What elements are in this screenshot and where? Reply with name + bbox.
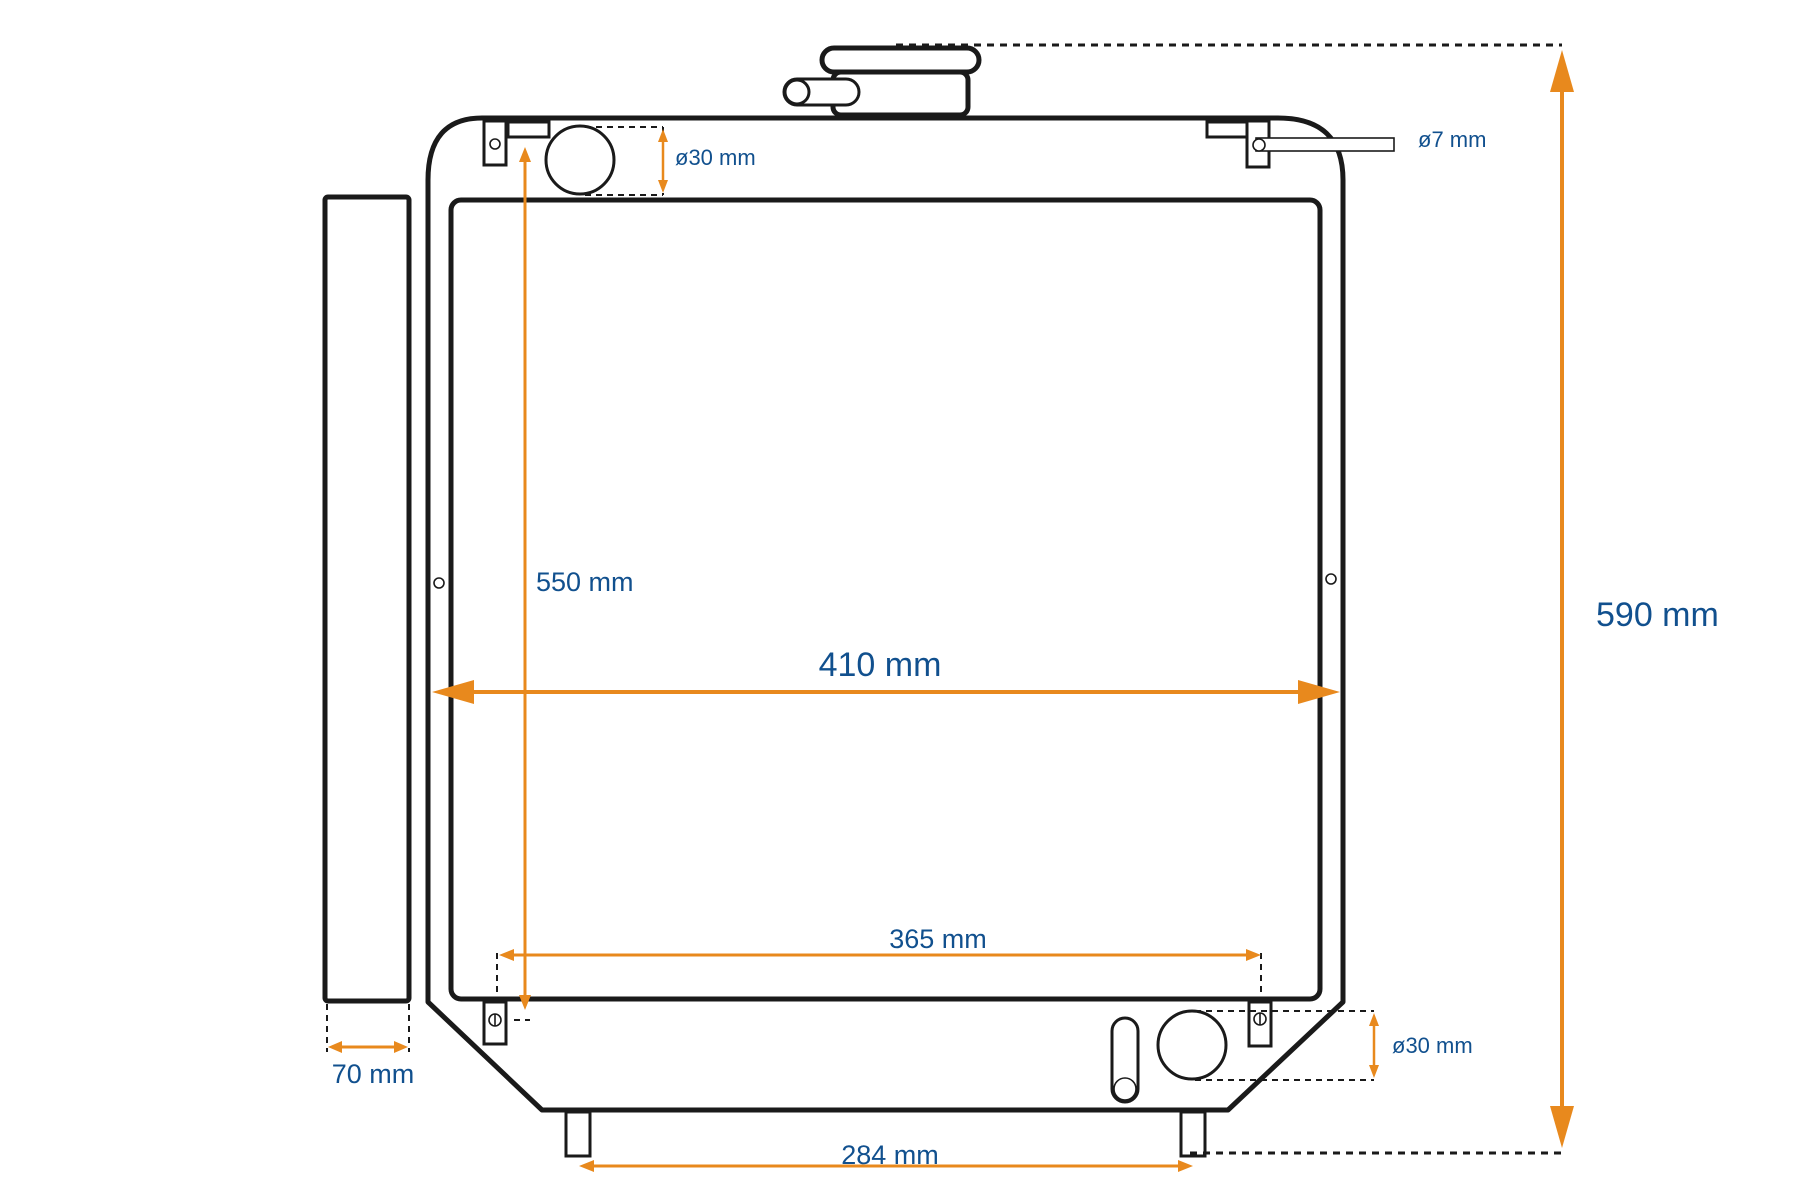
overflow-pipe-end <box>783 78 811 106</box>
dim-arrow-outlet-top <box>1369 1013 1379 1026</box>
dim-arrow-inlet-top <box>658 129 668 142</box>
dim-arrow-core-top <box>519 147 531 162</box>
label-mount-spacing: 365 mm <box>889 924 987 954</box>
label-overall-height: 590 mm <box>1596 596 1719 634</box>
label-pin-diameter: ø7 mm <box>1418 127 1486 152</box>
side-hole-left <box>433 577 445 589</box>
outlet-pipe <box>1156 1009 1228 1081</box>
dim-arrow-depth-right <box>394 1041 408 1053</box>
bracket-hole-top-left <box>489 138 501 150</box>
dim-arrow-inlet-bottom <box>658 180 668 193</box>
filler-cap <box>782 45 982 118</box>
mount-pin <box>1255 137 1395 152</box>
label-core-height: 550 mm <box>536 567 634 597</box>
dim-arrow-depth-left <box>328 1041 342 1053</box>
pipes <box>544 124 1228 1158</box>
bracket-hole-top-right <box>1252 138 1266 152</box>
label-outlet-diameter: ø30 mm <box>1392 1033 1473 1058</box>
dim-arrow-width-right <box>1298 680 1340 704</box>
side-view-body <box>322 194 412 1004</box>
bracket-tab-top-left <box>506 120 551 139</box>
mounting-brackets <box>482 119 1395 1048</box>
side-hole-right <box>1325 573 1337 585</box>
dimension-lines <box>328 50 1574 1172</box>
label-inlet-diameter: ø30 mm <box>675 145 756 170</box>
dim-arrow-core-bottom <box>519 995 531 1010</box>
dim-arrow-outlet-bottom <box>1369 1065 1379 1078</box>
dim-arrow-outlet-left <box>579 1160 594 1172</box>
bottom-leg-left <box>564 1110 592 1158</box>
label-core-width: 410 mm <box>819 646 942 684</box>
label-outlet-spacing: 284 mm <box>841 1140 939 1170</box>
radiator-core <box>448 197 1323 1002</box>
dim-arrow-mount-right <box>1246 949 1261 961</box>
radiator-frame <box>425 115 1346 1113</box>
dim-arrow-width-left <box>432 680 474 704</box>
dim-arrow-mount-left <box>499 949 514 961</box>
bottom-leg-right <box>1179 1110 1207 1158</box>
side-view <box>322 194 412 1052</box>
drain-slot-end <box>1113 1077 1137 1101</box>
extension-lines <box>496 43 1562 1155</box>
radiator-outer-frame <box>425 115 1346 1113</box>
dim-arrow-outlet-right <box>1178 1160 1193 1172</box>
dim-arrow-overall-top <box>1550 50 1574 92</box>
filler-cap-top <box>819 45 982 75</box>
bracket-tab-top-right <box>1205 120 1249 139</box>
dim-arrow-overall-bottom <box>1550 1106 1574 1148</box>
label-depth: 70 mm <box>332 1059 415 1089</box>
inlet-pipe <box>544 124 616 196</box>
dimension-labels: 590 mm 410 mm 550 mm 365 mm 284 mm 70 mm… <box>332 127 1719 1170</box>
